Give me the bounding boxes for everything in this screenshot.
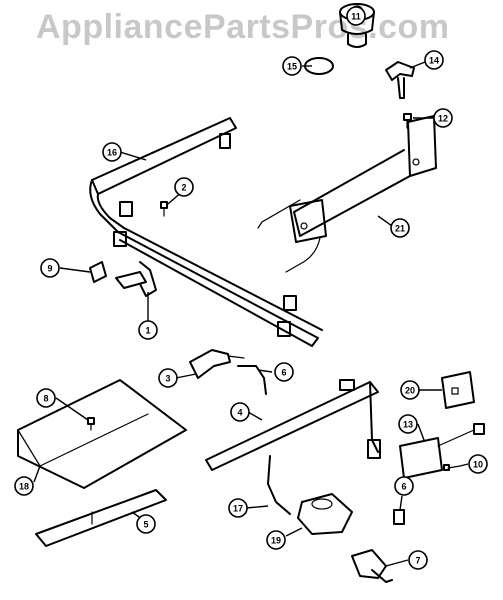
part-17-drawing [267, 455, 291, 515]
callout-8: 8 [36, 388, 56, 408]
callout-label: 20 [405, 386, 415, 396]
callout-circle [36, 388, 56, 408]
callout-16: 16 [102, 142, 122, 162]
callout-20: 20 [400, 380, 420, 400]
part-2-drawing [160, 201, 168, 217]
callout-18: 18 [14, 476, 34, 496]
part-3-drawing [189, 349, 245, 379]
callout-label: 3 [165, 374, 170, 384]
callout-5: 5 [136, 514, 156, 534]
part-10-drawing [443, 464, 461, 471]
callout-label: 7 [415, 556, 420, 566]
callout-circle [346, 6, 366, 26]
part-4-drawing [205, 379, 381, 471]
callout-label: 5 [143, 520, 148, 530]
callout-label: 14 [429, 56, 439, 66]
callout-label: 6 [401, 482, 406, 492]
callout-17: 17 [228, 498, 248, 518]
callout-label: 16 [107, 148, 117, 158]
part-7-drawing [351, 549, 393, 583]
callout-10: 10 [468, 454, 488, 474]
callout-circle [408, 550, 428, 570]
part-19-drawing [297, 493, 353, 535]
part-16-drawing [89, 117, 323, 347]
callout-6: 6 [274, 362, 294, 382]
callout-circle [230, 402, 250, 422]
callout-circle [394, 476, 414, 496]
callout-circle [390, 218, 410, 238]
callout-label: 1 [145, 326, 150, 336]
callout-label: 13 [403, 420, 413, 430]
callout-circle [40, 258, 60, 278]
callout-label: 2 [181, 183, 186, 193]
part-18-drawing [17, 379, 187, 489]
callout-circle [138, 320, 158, 340]
callout-label: 11 [351, 12, 361, 22]
callout-circle [468, 454, 488, 474]
callout-9: 9 [40, 258, 60, 278]
callout-14: 14 [424, 50, 444, 70]
callout-6: 6 [394, 476, 414, 496]
callout-15: 15 [282, 56, 302, 76]
part-21-drawing [257, 115, 437, 273]
callout-circle [136, 514, 156, 534]
part-6-upper-drawing [237, 365, 267, 395]
part-14-drawing [385, 61, 415, 99]
callout-4: 4 [230, 402, 250, 422]
part-20-drawing [441, 371, 475, 409]
callout-circle [228, 498, 248, 518]
callout-label: 8 [43, 394, 48, 404]
callout-7: 7 [408, 550, 428, 570]
callout-circle [266, 530, 286, 550]
callout-11: 11 [346, 6, 366, 26]
callout-3: 3 [158, 368, 178, 388]
callout-label: 21 [395, 224, 405, 234]
callout-circle [433, 108, 453, 128]
callout-13: 13 [398, 414, 418, 434]
callout-circle [400, 380, 420, 400]
callout-circle [102, 142, 122, 162]
part-9-drawing [89, 261, 107, 283]
callout-label: 12 [438, 114, 448, 124]
callout-circle [398, 414, 418, 434]
callout-circle [158, 368, 178, 388]
callout-19: 19 [266, 530, 286, 550]
callout-circle [14, 476, 34, 496]
callout-label: 10 [473, 460, 483, 470]
callout-label: 18 [19, 482, 29, 492]
part-6-lower-drawing [393, 509, 405, 525]
callout-label: 6 [281, 368, 286, 378]
callout-label: 15 [287, 62, 297, 72]
callout-12: 12 [433, 108, 453, 128]
part-12-drawing [403, 113, 412, 129]
part-8-drawing [87, 417, 95, 431]
callout-circle [274, 362, 294, 382]
callout-circle [174, 177, 194, 197]
callout-label: 17 [233, 504, 243, 514]
part-13-drawing [399, 423, 485, 479]
part-5-drawing [35, 489, 167, 547]
callout-2: 2 [174, 177, 194, 197]
callout-1: 1 [138, 320, 158, 340]
callout-circle [282, 56, 302, 76]
watermark: AppliancePartsPros.com [36, 8, 450, 46]
callout-label: 4 [237, 408, 242, 418]
callout-label: 9 [47, 264, 52, 274]
callout-circle [424, 50, 444, 70]
callout-21: 21 [390, 218, 410, 238]
part-1-drawing [115, 261, 157, 297]
callout-label: 19 [271, 536, 281, 546]
